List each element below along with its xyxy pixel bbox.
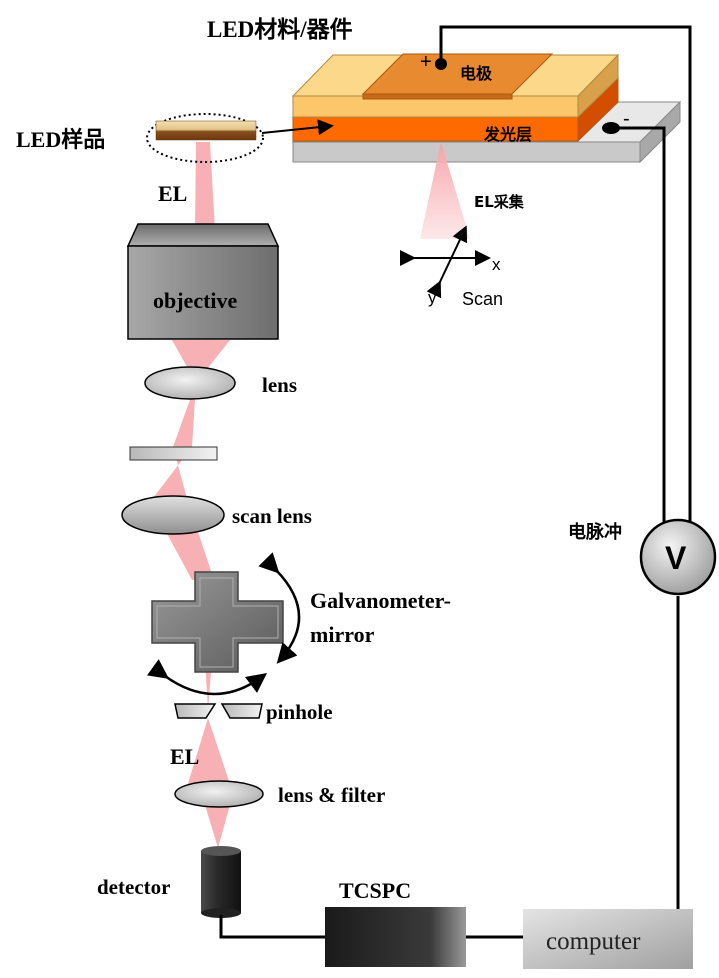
el-collect-label: EL采集: [474, 193, 525, 211]
tcspc-box: [325, 907, 466, 967]
tcspc-label: TCSPC: [339, 878, 411, 903]
electrode-label: 电极: [460, 64, 493, 83]
volt-symbol: V: [665, 540, 687, 576]
rotation-arrow-horizontal: [146, 659, 268, 696]
galvo-label-line2: mirror: [310, 622, 375, 647]
detector: [201, 846, 241, 918]
emitting-layer: [292, 116, 579, 142]
scan-lens-label: scan lens: [232, 504, 312, 528]
voltage-pulse-source: [639, 518, 717, 596]
lens-label: lens: [262, 373, 297, 397]
computer-label: computer: [546, 928, 641, 955]
axis-y-label: y: [428, 288, 437, 307]
galvo-label-line1: Galvanometer-: [310, 588, 451, 613]
plus-sign: +: [420, 51, 432, 73]
led-material-title: LED材料/器件: [207, 17, 353, 42]
rotation-arrow-vertical: [258, 552, 301, 664]
el-top-label: EL: [158, 181, 187, 206]
computer-box: [523, 909, 693, 969]
electric-pulse-label: 电脉冲: [568, 521, 622, 543]
lens-and-filter: [174, 780, 264, 808]
emitting-layer-label: 发光层: [483, 125, 532, 144]
galvanometer-mirror: [151, 571, 284, 673]
lens: [144, 366, 236, 400]
scan-label: Scan: [462, 289, 503, 309]
pinhole-label: pinhole: [266, 700, 333, 724]
objective-lens: [126, 223, 280, 340]
aperture-plate: [129, 446, 218, 461]
lens-filter-label: lens & filter: [278, 783, 385, 807]
axis-x-label: x: [492, 255, 501, 274]
scan-lens: [121, 495, 225, 535]
scan-axes: [400, 225, 491, 299]
el-bottom-label: EL: [170, 744, 199, 769]
minus-sign: -: [623, 108, 630, 130]
led-sample: [146, 113, 264, 163]
led-sample-label: LED样品: [16, 127, 105, 152]
pinhole: [174, 703, 263, 719]
sample-to-device-arrow: [261, 119, 334, 136]
wires: [219, 25, 692, 939]
detector-label: detector: [97, 875, 170, 899]
el-collection-cone: [420, 142, 470, 239]
objective-label: objective: [153, 288, 238, 313]
